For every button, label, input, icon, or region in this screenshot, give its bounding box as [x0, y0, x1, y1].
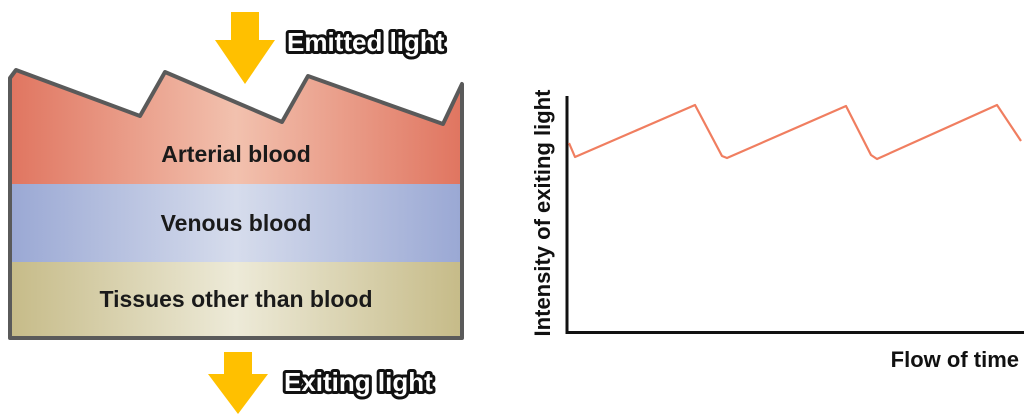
venous-layer — [10, 184, 462, 262]
arterial-layer-label: Arterial blood — [161, 141, 311, 167]
layers-outline — [8, 68, 464, 340]
arterial-layer — [10, 70, 462, 184]
signal-curve — [567, 103, 1022, 161]
venous-layer-label: Venous blood — [161, 210, 312, 236]
emitted-light-label: Emitted light — [287, 27, 445, 57]
x-axis-label: Flow of time — [891, 347, 1019, 372]
y-axis-label: Intensity of exiting light — [530, 89, 555, 337]
tissue-layer — [10, 262, 462, 338]
exiting-arrow-icon — [208, 352, 268, 414]
exiting-light-label: Exiting light — [284, 367, 433, 397]
emitted-arrow-icon — [215, 12, 275, 84]
tissue-layer-label: Tissues other than blood — [99, 286, 372, 312]
